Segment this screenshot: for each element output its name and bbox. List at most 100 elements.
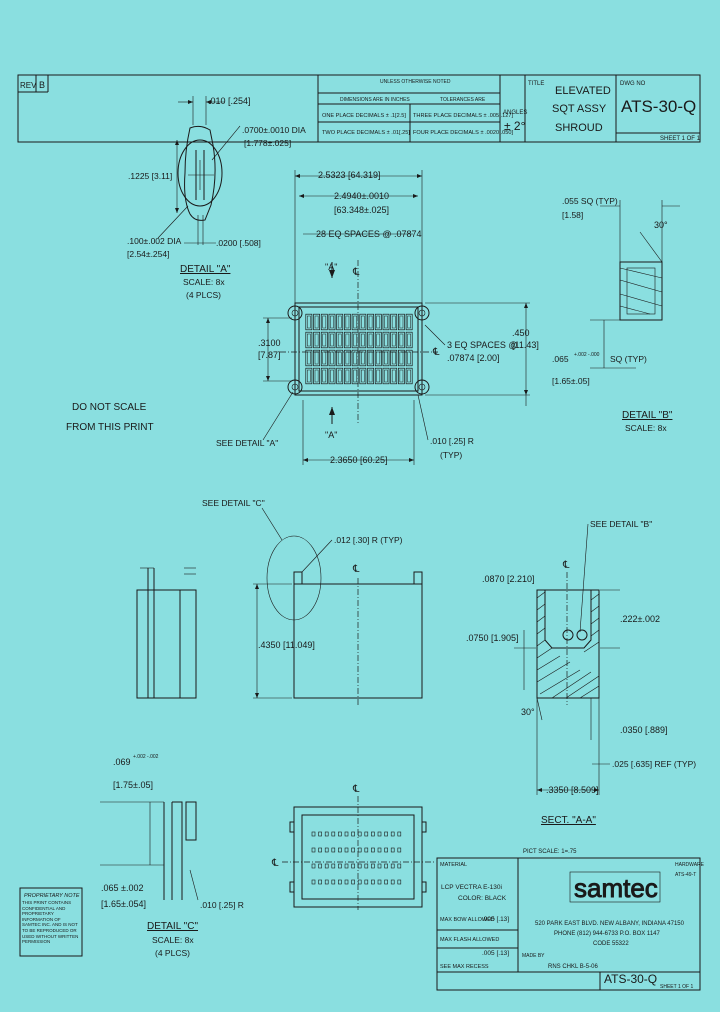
bottom-slot xyxy=(324,863,329,869)
see-detail-a: SEE DETAIL "A" xyxy=(216,438,278,448)
detail-a-scale: SCALE: 8x xyxy=(183,277,225,287)
contact-cell xyxy=(336,331,344,349)
bottom-slot xyxy=(377,863,382,869)
detail-c-scale: SCALE: 8x xyxy=(152,935,194,945)
contact-cell xyxy=(305,367,313,385)
sect-title: SECT. "A-A" xyxy=(541,815,596,826)
bottom-slot xyxy=(331,863,336,869)
contact-cell xyxy=(328,367,336,385)
contact-cell xyxy=(374,349,382,367)
top-dim-inner: 2.4940±.0010 xyxy=(334,191,389,201)
detail-c-dim-top-tol: +.002 -.002 xyxy=(133,754,159,760)
contact-cell-inner xyxy=(337,369,342,383)
contact-cell-inner xyxy=(399,333,404,347)
detail-a-dim-gap: .0200 [.508] xyxy=(216,238,261,248)
top-dim-bottom: 2.3650 [60.25] xyxy=(330,455,388,465)
contact-cell xyxy=(336,367,344,385)
bottom-slot xyxy=(338,831,342,837)
top-dim-rows: 3 EQ SPACES @ xyxy=(447,340,518,350)
contact-cell-inner xyxy=(361,351,365,365)
bottom-slot xyxy=(331,879,336,885)
section-a-top: "A" xyxy=(325,262,337,272)
contact-cell xyxy=(382,313,390,331)
contact-cell xyxy=(320,349,328,367)
contact-cell-inner xyxy=(399,351,404,365)
bottom-slots xyxy=(311,831,402,885)
contact-cell-inner xyxy=(353,369,357,383)
do-not-scale-2: FROM THIS PRINT xyxy=(66,422,154,433)
contact-cell xyxy=(344,331,351,349)
sect-dim-right: .222±.002 xyxy=(620,614,660,624)
contact-cell xyxy=(320,367,328,385)
bottom-slot xyxy=(338,879,342,885)
bottom-slot xyxy=(357,831,362,837)
detail-b-dim-sq: .055 SQ (TYP) xyxy=(562,196,618,206)
bottom-slot xyxy=(384,879,388,885)
contact-cell-inner xyxy=(376,315,381,329)
bottom-slot xyxy=(377,847,382,853)
detail-a: .010 [.254] .0700±.0010 DIA [1.778±.025]… xyxy=(127,96,306,300)
contact-cell xyxy=(359,367,367,385)
contact-cell xyxy=(320,331,328,349)
one-place: ONE PLACE DECIMALS ± .1[2.5] xyxy=(322,113,406,119)
samtec-logo: samtec xyxy=(569,871,661,903)
detail-c-dim-top: .069 xyxy=(113,757,131,767)
bottom-view: ℄ ℄ xyxy=(271,784,436,910)
contact-cell-inner xyxy=(337,351,342,365)
sect-dim-bottom-right: .0350 [.889] xyxy=(620,725,668,735)
contact-cell-inner xyxy=(376,333,381,347)
address-2: PHONE (812) 944-6733 P.O. BOX 1147 xyxy=(554,931,661,937)
bottom-slot xyxy=(338,863,342,869)
samtec-logo-text: samtec xyxy=(574,873,658,903)
bottom-slot xyxy=(384,863,388,869)
address-1: 520 PARK EAST BLVD. NEW ALBANY, INDIANA … xyxy=(535,921,685,927)
detail-a-dim-dia-mm: [2.54±.254] xyxy=(127,249,169,259)
contact-cell-inner xyxy=(353,315,357,329)
bow-value: .005 [.13] xyxy=(482,916,509,923)
contact-cell-inner xyxy=(376,369,381,383)
detail-a-dim-left: .1225 [3.11] xyxy=(128,171,172,181)
bottom-slot xyxy=(377,879,382,885)
bottom-slot xyxy=(351,863,355,869)
contact-cell-inner xyxy=(322,333,327,347)
contact-cell xyxy=(328,349,336,367)
bottom-slot xyxy=(390,879,395,885)
contact-cell-inner xyxy=(322,369,327,383)
contact-cell-inner xyxy=(361,333,365,347)
contact-cell-inner xyxy=(307,315,311,329)
bottom-slot xyxy=(364,831,369,837)
contact-cell-inner xyxy=(399,315,404,329)
detail-c-plcs: (4 PLCS) xyxy=(155,948,190,958)
detail-b-dim-sq2-typ: SQ (TYP) xyxy=(610,354,647,364)
contact-cell-inner xyxy=(376,351,381,365)
top-dim-rows-val: .07874 [2.00] xyxy=(447,353,500,363)
bottom-slot xyxy=(377,831,382,837)
bottom-slot xyxy=(351,847,355,853)
bottom-slot xyxy=(364,847,369,853)
drawn-by: RNS CHKL B-5-06 xyxy=(548,964,598,970)
address-3: CODE 55322 xyxy=(593,941,629,947)
contact-cell-inner xyxy=(391,315,396,329)
proprietary-body: THIS PRINT CONTAINS CONFIDENTIAL AND PRO… xyxy=(22,900,79,945)
title-block: REV B UNLESS OTHERWISE NOTED DIMENSIONS … xyxy=(17,74,701,143)
sect-dim-bottom: .3350 [8.509] xyxy=(546,785,599,795)
contact-cell-inner xyxy=(314,315,319,329)
bottom-slot xyxy=(397,831,402,837)
top-dim-right-mm: [11.43] xyxy=(512,340,539,350)
contact-cell-inner xyxy=(345,351,350,365)
bottom-slot xyxy=(357,863,362,869)
revision-label: MADE BY xyxy=(522,953,545,959)
detail-b-dim-sq2: .065 xyxy=(552,354,569,364)
contact-cell xyxy=(405,349,413,367)
bottom-slot xyxy=(364,863,369,869)
bottom-centerline: ℄ xyxy=(352,784,360,795)
angles-label: ANGLES xyxy=(503,110,527,116)
top-dim-spaces: 28 EQ SPACES @ .07874 xyxy=(316,229,422,239)
recess-label: SEE MAX RECESS xyxy=(440,964,489,970)
three-place: THREE PLACE DECIMALS ± .005[.127] xyxy=(413,113,514,119)
material-1: LCP VECTRA E-130i xyxy=(441,884,502,891)
bottom-slot xyxy=(390,863,395,869)
contact-cell-inner xyxy=(307,369,311,383)
detail-a-dim-dia: .100±.002 DIA xyxy=(127,236,182,246)
contact-cell xyxy=(374,313,382,331)
